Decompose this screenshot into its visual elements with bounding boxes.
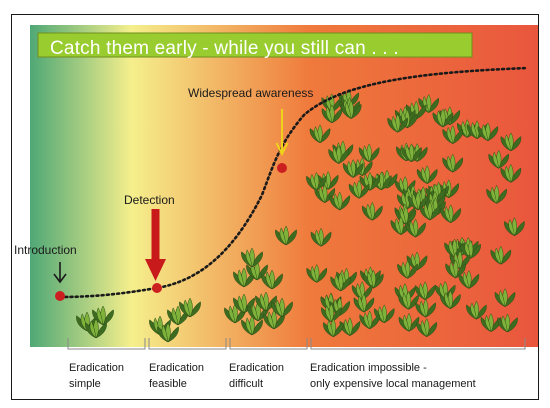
weed-plant-icon [398,312,420,333]
introduction-point [55,291,65,301]
weed-plant-icon [92,305,114,326]
weed-plant-icon [440,290,461,310]
weed-plant-icon [397,259,418,280]
weed-plant-icon [323,318,344,338]
weed-plant-icon [167,305,189,326]
bracket-difficult [229,338,308,350]
weed-plant-icon [224,303,246,324]
weed-plant-icon [445,259,466,279]
introduction-label: Introduction [14,243,77,257]
detection-label: Detection [124,193,175,207]
weed-plant-icon [432,108,454,128]
stage-brackets [67,338,526,350]
title-banner [37,32,473,58]
weed-plant-icon [466,300,487,320]
diagram-frame: Catch them early - while you still can .… [11,14,539,400]
weed-plant-icon [416,318,438,338]
arrow-down-icon [275,109,289,157]
weed-plant-icon [329,191,351,211]
weed-plant-icon [442,153,464,173]
weed-plant-icon [179,297,201,318]
weed-plant-icon [387,113,408,133]
weed-plant-icon [490,245,512,265]
weed-plant-icon [246,260,268,281]
weed-plant-icon [419,201,441,221]
weed-plant-icon [460,240,481,260]
weed-plant-icon [414,281,436,301]
weed-plant-icon [362,201,383,221]
weed-plant-icon [157,322,179,343]
weed-plant-icon [241,247,263,268]
weed-plant-icon [342,159,364,179]
diagram-title: Catch them early - while you still can .… [50,38,399,59]
weed-plant-icon [497,313,518,333]
weed-plant-icon [395,206,417,226]
weed-plant-icon [241,315,263,336]
weed-plant-icon [358,143,380,163]
weed-plant-icon [271,297,293,318]
weed-plant-icon [321,303,342,323]
invasion-curve [58,66,530,299]
weed-plant-icon [306,172,327,192]
weed-plant-icon [275,225,297,246]
weed-plant-icon [415,298,436,318]
weed-plant-icon [348,179,370,199]
weed-plant-icon [398,290,419,311]
plants-layer [76,88,525,343]
weed-plant-icon [494,288,516,308]
awareness-point [277,163,287,173]
weed-plant-icon [477,122,499,142]
weed-plant-icon [321,104,343,124]
weed-plant-icon [353,293,375,313]
weed-plant-icon [488,149,510,170]
bracket-feasible [148,338,227,350]
weed-plant-icon [458,270,480,290]
bracket-impossible [310,338,526,350]
weed-plant-icon [442,125,464,145]
weed-plant-icon [440,204,461,224]
weed-plant-icon [310,227,332,247]
weed-plant-icon [263,309,285,330]
weed-plant-icon [373,304,395,324]
weed-plant-icon [504,217,525,237]
weed-plant-icon [340,100,362,120]
detection-point [152,283,162,293]
weed-plant-icon [306,264,328,284]
weed-plant-icon [328,145,349,165]
weed-plant-icon [405,218,426,238]
weed-plant-icon [500,132,522,152]
weed-plant-icon [309,124,331,144]
weed-plant-icon [416,165,438,185]
weed-plant-icon [500,163,522,184]
weed-plant-icon [486,185,507,205]
weed-plant-icon [85,318,107,339]
weed-plant-icon [401,143,422,163]
widespread-awareness-label: Widespread awareness [188,86,314,100]
arrow-down-icon [53,262,67,284]
weed-plant-icon [330,272,351,292]
weed-plant-icon [261,269,283,290]
background-gradient-panel [30,25,538,347]
bracket-simple [67,338,146,350]
invasion-curve-figure [30,25,538,350]
weed-plant-icon [363,269,384,289]
arrow-down-icon [145,209,166,281]
weed-plant-icon [359,310,380,330]
